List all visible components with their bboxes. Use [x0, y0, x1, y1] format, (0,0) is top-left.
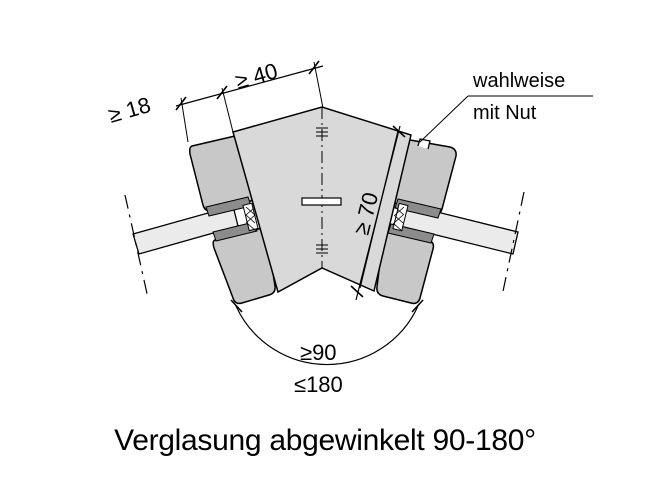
callout-text-line2: mit Nut: [473, 102, 537, 124]
dim-line-depth: [355, 125, 401, 301]
hatched-seal-right: [392, 202, 409, 232]
ext-line-2: [221, 87, 234, 133]
angle-min-label: ≥90: [300, 340, 337, 365]
tick-depth-top: [392, 125, 406, 138]
ext-line-3: [313, 61, 324, 109]
callout-text-line1: wahlweise: [472, 70, 565, 92]
angle-max-label: ≤180: [294, 372, 343, 397]
glass-break-line-left: [124, 194, 149, 299]
dim-min-width: ≥ 40: [232, 58, 280, 94]
callout-leader: [419, 95, 469, 143]
dim-min-edge-distance: ≥ 18: [105, 92, 153, 128]
hatched-seal-left: [242, 202, 259, 232]
dim-line-top: [175, 65, 324, 107]
glass-break-line-right: [501, 191, 525, 297]
angle-tick-left: [230, 299, 243, 313]
dowel-pin: [301, 197, 342, 206]
ext-line-1: [180, 97, 189, 143]
angle-tick-right: [411, 299, 424, 313]
tick-3: [308, 60, 320, 75]
tick-2: [216, 85, 228, 100]
gasket-right-upper: [394, 198, 442, 219]
tick-1: [175, 96, 187, 111]
fastener-upper: [316, 127, 328, 137]
drawing-caption: Verglasung abgewinkelt 90-180°: [114, 424, 536, 457]
tick-depth-bottom: [350, 285, 364, 298]
gasket-left-lower: [212, 221, 258, 242]
angle-arc: [235, 305, 419, 366]
fastener-lower: [316, 244, 328, 254]
